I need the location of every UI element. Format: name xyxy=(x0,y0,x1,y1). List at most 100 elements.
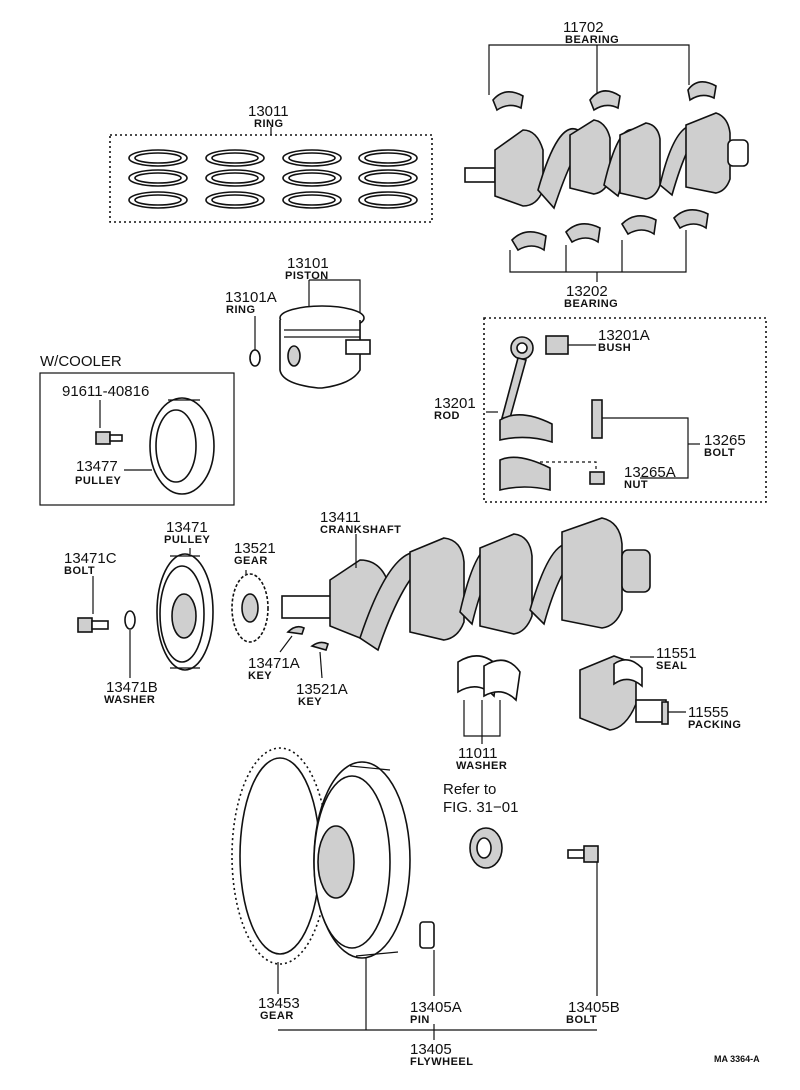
label-bush: 13201A BUSH xyxy=(598,327,650,354)
cooler-leaders xyxy=(99,400,152,471)
label-bearing-lower: 13202 BEARING xyxy=(564,283,618,310)
label-pulley: 13471 PULLEY xyxy=(164,519,211,546)
part-name: BUSH xyxy=(598,342,631,354)
label-cooler-pulley: 13477 PULLEY xyxy=(75,458,122,487)
piston-ring-part xyxy=(249,349,261,367)
label-key-a: 13471A KEY xyxy=(248,655,300,682)
part-name: GEAR xyxy=(234,555,268,567)
part-name: GEAR xyxy=(260,1010,294,1022)
part-name: WASHER xyxy=(104,694,155,706)
part-number: 13471C xyxy=(64,550,117,567)
piston-part xyxy=(279,305,371,389)
part-name: PISTON xyxy=(285,270,329,282)
part-number: 13471 xyxy=(166,519,208,536)
part-name: PIN xyxy=(410,1014,430,1026)
refer-line-1: Refer to xyxy=(443,781,496,798)
label-cooler-bolt: 91611-40816 xyxy=(62,383,149,400)
part-number: 13521A xyxy=(296,681,348,698)
cooler-bolt-part xyxy=(95,431,123,445)
label-pulley-bolt: 13471C BOLT xyxy=(64,550,117,577)
label-rod: 13201 ROD xyxy=(434,395,476,422)
pilot-bearing-part xyxy=(469,827,503,869)
part-name: RING xyxy=(254,118,284,130)
keys-part xyxy=(286,625,329,651)
part-name: BEARING xyxy=(564,298,618,310)
label-ring-gear: 13453 GEAR xyxy=(258,995,300,1022)
part-name: FLYWHEEL xyxy=(410,1056,474,1068)
label-ring-set: 13011 RING xyxy=(248,103,289,130)
label-flywheel-bolt: 13405B BOLT xyxy=(566,999,620,1026)
flywheel-bolt-part xyxy=(567,845,599,863)
upper-bearing-leaders xyxy=(488,44,690,95)
pulley-bolt-part xyxy=(77,617,109,633)
part-number: 13265A xyxy=(624,464,676,481)
lower-bearing-leaders xyxy=(509,230,687,282)
part-name: BOLT xyxy=(566,1014,597,1026)
part-number: 13265 xyxy=(704,432,746,449)
part-number: 13471B xyxy=(106,679,158,696)
label-pulley-washer: 13471B WASHER xyxy=(104,679,158,706)
part-number: 11011 xyxy=(458,745,498,762)
label-flywheel: 13405 FLYWHEEL xyxy=(410,1041,474,1068)
rod-group-box xyxy=(483,317,767,503)
cooler-box xyxy=(39,372,235,506)
part-number: 13011 xyxy=(248,103,289,120)
label-packing: 11555 PACKING xyxy=(688,704,741,731)
pulley-part xyxy=(156,553,214,671)
label-gear: 13521 GEAR xyxy=(234,540,276,567)
label-piston: 13101 PISTON xyxy=(285,255,329,282)
flywheel-part xyxy=(313,761,411,959)
washer-part xyxy=(124,610,136,630)
part-number: 13101 xyxy=(287,255,329,272)
part-number: 13202 xyxy=(566,283,608,300)
part-name: PACKING xyxy=(688,719,741,731)
gear-part xyxy=(231,573,269,643)
part-number: 11551 xyxy=(656,645,697,662)
label-rod-bolt: 13265 BOLT xyxy=(704,432,746,459)
part-number: 13477 xyxy=(76,458,118,475)
part-number: 13411 xyxy=(320,509,361,526)
thrust-washer-part xyxy=(457,655,521,702)
thrust-washer-leaders xyxy=(463,700,501,744)
label-rod-nut: 13265A NUT xyxy=(624,464,676,491)
part-number: 91611-40816 xyxy=(62,383,149,400)
part-name: PULLEY xyxy=(75,475,122,487)
upper-crankshaft xyxy=(464,112,749,210)
connecting-rod xyxy=(499,335,569,444)
part-number: 13405A xyxy=(410,999,462,1016)
figure-code: MA 3364-A xyxy=(714,1054,760,1064)
crankshaft-part xyxy=(281,517,651,652)
part-number: 11702 xyxy=(563,19,604,36)
part-name: NUT xyxy=(624,479,648,491)
part-number: 13101A xyxy=(225,289,277,306)
label-bearing-upper: 11702 BEARING xyxy=(563,19,619,46)
part-name: KEY xyxy=(298,696,322,708)
piston-ring-sets xyxy=(128,149,418,209)
label-cooler-group: W/COOLER xyxy=(40,353,122,370)
part-name: ROD xyxy=(434,410,460,422)
front-leaders xyxy=(92,548,323,679)
part-number: 13453 xyxy=(258,995,300,1012)
label-thrust-washer: 11011 WASHER xyxy=(456,745,507,772)
rod-bolt-and-nut xyxy=(540,399,605,485)
part-name: BOLT xyxy=(64,565,95,577)
label-piston-ring: 13101A RING xyxy=(225,289,277,316)
flywheel-pin-part xyxy=(419,921,435,949)
part-name: PULLEY xyxy=(164,534,211,546)
part-name: RING xyxy=(226,304,256,316)
part-number: 13521 xyxy=(234,540,276,557)
cooler-group-title: W/COOLER xyxy=(40,353,122,370)
refer-line-2: FIG. 31−01 xyxy=(443,799,518,816)
rod-cap xyxy=(499,456,551,492)
seal-retainer-part xyxy=(579,655,669,731)
part-number: 13201 xyxy=(434,395,476,412)
part-name: WASHER xyxy=(456,760,507,772)
part-name: KEY xyxy=(248,670,272,682)
part-number: 13405 xyxy=(410,1041,452,1058)
label-refer: Refer to FIG. 31−01 xyxy=(443,781,518,816)
cooler-pulley-part xyxy=(149,397,215,495)
part-name: CRANKSHAFT xyxy=(320,524,401,536)
part-number: 13201A xyxy=(598,327,650,344)
